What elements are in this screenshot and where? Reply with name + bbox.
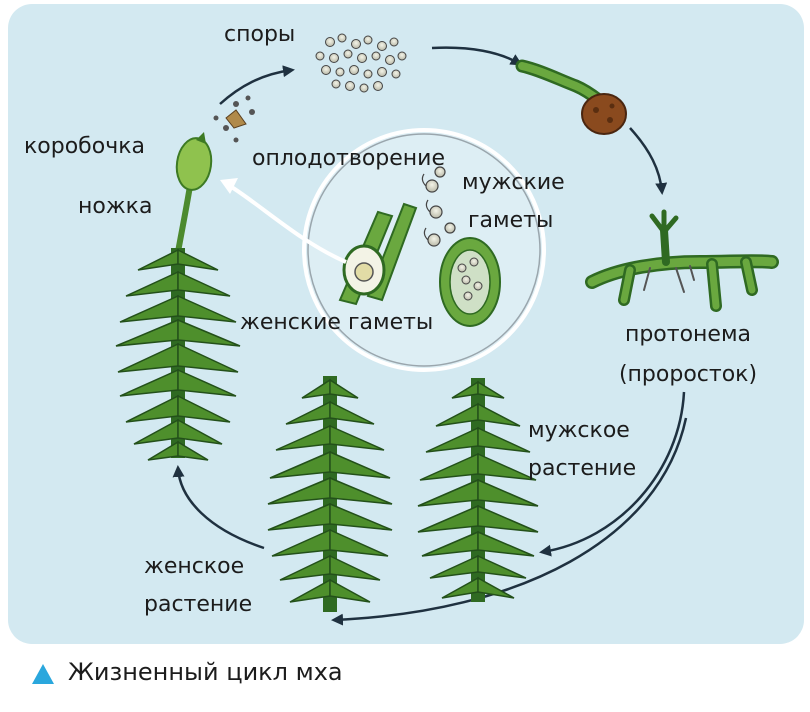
arrow-protonema-to-female-plant — [331, 417, 688, 626]
female-plant — [267, 376, 393, 612]
label-male-gametes-line1: мужские — [462, 170, 565, 195]
label-female-plant-line2: растение — [144, 592, 253, 617]
label-female-plant-line1: женское — [144, 554, 245, 579]
protonema — [585, 209, 779, 312]
label-male-plant-line2: растение — [528, 456, 637, 481]
arrow-protonema-to-male-plant — [539, 391, 686, 557]
spores-cluster — [315, 33, 407, 93]
label-female-gametes: женские гаметы — [240, 310, 434, 335]
arrow-spores-to-protonema — [431, 46, 523, 66]
label-male-gametes-line2: гаметы — [468, 208, 554, 233]
caption-triangle-icon — [32, 664, 54, 684]
arrow-capsule-to-spores — [219, 65, 295, 105]
capsule-lid — [225, 109, 247, 129]
released-spores — [213, 95, 255, 143]
label-capsule: коробочка — [24, 134, 145, 159]
arrow-female-plant-to-capsule — [172, 465, 265, 550]
female-plant-with-sporophyte — [115, 132, 241, 461]
arrow-germination — [629, 127, 668, 195]
male-plant — [417, 378, 539, 602]
label-protonema-line2: (проросток) — [618, 362, 758, 387]
figure-caption: Жизненный цикл мха — [68, 658, 343, 686]
label-stalk: ножка — [78, 194, 153, 219]
label-spores: споры — [224, 22, 296, 47]
label-fertilization: оплодотворение — [252, 146, 445, 171]
cycle-arrows — [172, 46, 688, 626]
fertilization-inset — [220, 128, 546, 372]
germinating-spore — [515, 59, 627, 135]
label-protonema-line1: протонема — [624, 322, 752, 347]
arrow-inset-to-capsule — [228, 184, 347, 264]
label-male-plant-line1: мужское — [528, 418, 630, 443]
